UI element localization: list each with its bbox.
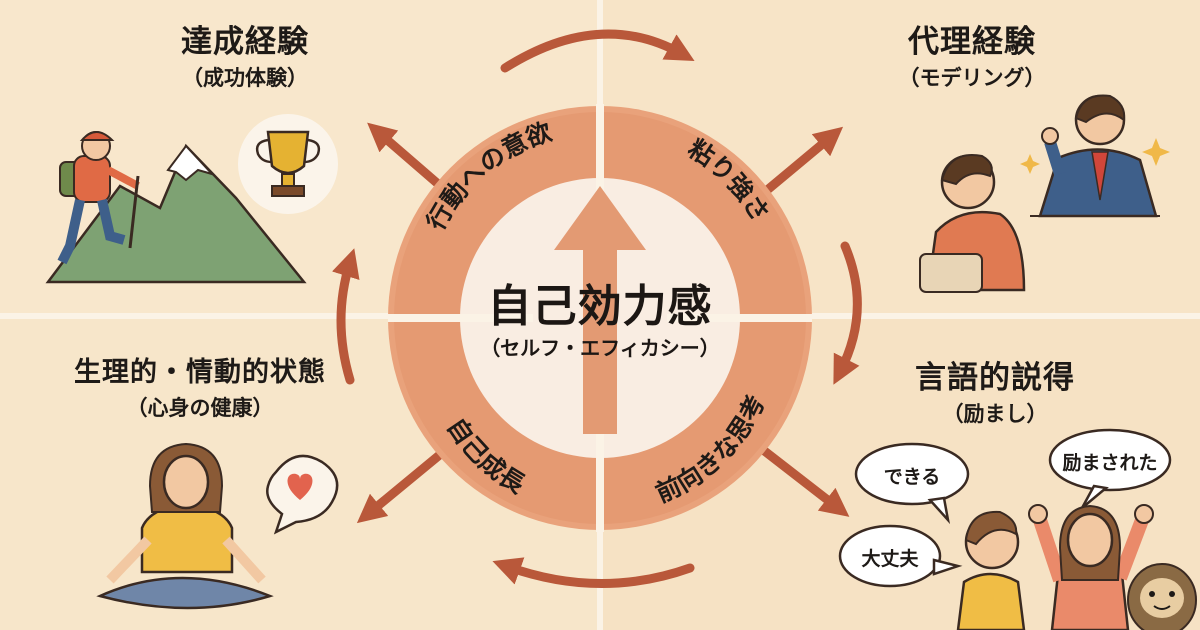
source-title-bottom-left: 生理的・情動的状態 [74, 357, 326, 388]
speech-bubble-daijoubu [838, 524, 963, 588]
climber-illustration [57, 131, 140, 265]
arrow-to-bottom-left [356, 443, 453, 524]
speech-text-hagemasareta: 励まされた [1062, 452, 1158, 474]
source-subtitle-bottom-left: （心身の健康） [126, 396, 274, 420]
meditating-person [96, 442, 274, 610]
speech-bubble-hagemasareta [1048, 428, 1172, 509]
trophy-icon [238, 114, 338, 214]
cheering-man [956, 510, 1026, 630]
cycle-arrow-bottom [492, 557, 695, 588]
source-title-bottom-right: 言語的説得 [915, 360, 1075, 396]
model-person [1030, 94, 1160, 218]
cheering-woman [1028, 504, 1154, 630]
mountain-icon [45, 143, 307, 284]
center-subtitle: （セルフ・エフィカシー） [480, 336, 720, 360]
cycle-arrow-left [331, 248, 360, 385]
arrow-to-top-right [755, 126, 844, 201]
source-subtitle-bottom-right: （励まし） [942, 402, 1048, 426]
speech-text-dekiru: できる [883, 466, 941, 488]
source-subtitle-top-left: （成功体験） [182, 66, 308, 90]
speech-bubble-dekiru [854, 442, 970, 525]
center-title: 自己効力感 [487, 281, 713, 332]
sparkle-icon [1020, 138, 1170, 174]
source-subtitle-top-right: （モデリング） [898, 66, 1046, 90]
speech-text-daijoubu: 大丈夫 [861, 548, 919, 570]
heart-icon [266, 454, 339, 535]
source-title-top-left: 達成経験 [181, 24, 309, 60]
cycle-arrow-top [500, 29, 695, 73]
cycle-arrow-right [833, 241, 862, 385]
cycle-arrows [331, 29, 862, 588]
observer-person [919, 154, 1026, 293]
source-title-top-right: 代理経験 [908, 24, 1036, 60]
sloth-mascot [1127, 563, 1197, 630]
center-up-arrow [554, 186, 646, 434]
arrow-to-bottom-right [753, 441, 850, 517]
